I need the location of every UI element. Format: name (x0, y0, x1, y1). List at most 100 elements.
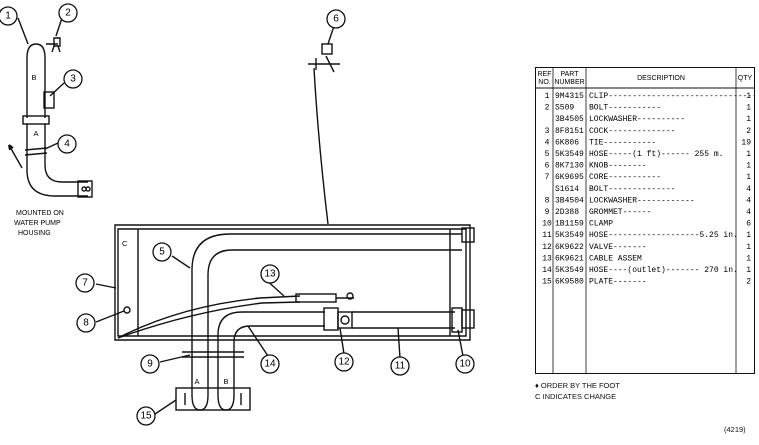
row-16-description: HOSE----(outlet)------- 270 in. (589, 266, 738, 275)
svg-text:12: 12 (338, 357, 350, 368)
header-part-line2: NUMBER (554, 79, 584, 86)
row-8-ref-no: 7 (545, 173, 550, 182)
row-14-description: VALVE------- (589, 243, 647, 252)
row-17-ref-no: 15 (542, 278, 552, 287)
row-2-description: BOLT----------- (589, 104, 661, 113)
row-5-quantity: 19 (741, 138, 751, 147)
svg-text:1: 1 (5, 11, 11, 22)
row-15-quantity: 1 (746, 254, 751, 263)
svg-text:5: 5 (159, 247, 165, 258)
legend-order-by-foot: ♦ ORDER BY THE FOOT (535, 381, 620, 390)
row-13-description: HOSE-------------------5.25 in. (589, 231, 738, 240)
mounted-note-line3: HOUSING (18, 230, 51, 237)
svg-text:7: 7 (82, 278, 88, 289)
row-5-ref-no: 4 (545, 138, 550, 147)
row-14-part-number: 6K9622 (555, 243, 584, 252)
hose-label-a-top: A (33, 129, 38, 138)
callout-1: 1 (0, 6, 18, 26)
row-15-ref-no: 13 (542, 254, 552, 263)
row-9-part-number: S1614 (555, 185, 579, 194)
row-6-quantity: 1 (746, 150, 751, 159)
row-15-part-number: 6K9621 (555, 254, 584, 263)
row-16-quantity: 1 (746, 266, 751, 275)
row-6-part-number: 5K3549 (555, 150, 584, 159)
row-3-description: LOCKWASHER---------- (589, 115, 685, 124)
leader-lines (17, 17, 464, 415)
row-7-quantity: 1 (746, 162, 751, 171)
row-8-part-number: 6K9695 (555, 173, 584, 182)
row-17-quantity: 2 (746, 278, 751, 287)
row-11-part-number: 2D388 (555, 208, 579, 217)
legend: ♦ ORDER BY THE FOOT C INDICATES CHANGE (535, 380, 620, 402)
row-1-ref-no: 1 (545, 92, 550, 101)
row-7-part-number: 8K7130 (555, 162, 584, 171)
row-13-part-number: 5K3549 (555, 231, 584, 240)
row-8-quantity: 1 (746, 173, 751, 182)
row-3-quantity: 1 (746, 115, 751, 124)
row-2-part-number: S509 (555, 104, 574, 113)
row-15-description: CABLE ASSEM (589, 254, 642, 263)
callout-14: 14 (260, 354, 280, 374)
callout-13: 13 (260, 264, 280, 284)
callout-6: 6 (326, 9, 346, 29)
row-16-part-number: 5K3549 (555, 266, 584, 275)
row-3-part-number: 3B4505 (555, 115, 584, 124)
row-6-ref-no: 5 (545, 150, 550, 159)
callout-8: 8 (76, 313, 96, 333)
pump-hose-detail: B A MOUNTED ON WATER PUMP HOUSING (8, 37, 93, 237)
callout-9: 9 (140, 354, 160, 374)
header-description: DESCRIPTION (637, 75, 685, 82)
row-13-quantity: 1 (746, 231, 751, 240)
figure-number: (4219) (724, 425, 746, 434)
row-14-quantity: 1 (746, 243, 751, 252)
row-10-description: LOCKWASHER------------ (589, 196, 695, 205)
hose-label-a-bottom: A (194, 377, 199, 386)
row-9-description: BOLT-------------- (589, 185, 675, 194)
plate-label-c: C (122, 239, 128, 248)
svg-text:3: 3 (70, 74, 76, 85)
row-17-description: PLATE------- (589, 278, 647, 287)
row-4-quantity: 2 (746, 127, 751, 136)
header-part-line1: PART (560, 71, 579, 78)
row-1-part-number: 9M4315 (555, 92, 584, 101)
svg-text:15: 15 (140, 411, 152, 422)
row-5-description: TIE----------- (589, 138, 656, 147)
row-8-description: CORE----------- (589, 173, 661, 182)
row-10-quantity: 4 (746, 196, 751, 205)
callout-12: 12 (334, 352, 354, 372)
row-11-ref-no: 9 (545, 208, 550, 217)
row-13-ref-no: 11 (542, 231, 552, 240)
row-1-description: CLIP------------------------------- (589, 92, 754, 101)
callout-10: 10 (455, 354, 475, 374)
row-12-part-number: 1B1159 (555, 220, 584, 229)
row-2-ref-no: 2 (545, 104, 550, 113)
callout-11: 11 (390, 356, 410, 376)
callout-3: 3 (63, 69, 83, 89)
row-16-ref-no: 14 (542, 266, 552, 275)
row-4-ref-no: 3 (545, 127, 550, 136)
svg-text:8: 8 (83, 318, 89, 329)
hose-label-b-bottom: B (223, 377, 228, 386)
hose-label-b-top: B (31, 73, 36, 82)
svg-text:4: 4 (64, 139, 70, 150)
row-2-quantity: 1 (746, 104, 751, 113)
row-10-part-number: 3B4504 (555, 196, 584, 205)
row-6-description: HOSE-----(1 ft)------ 255 m. (589, 150, 723, 159)
callout-15: 15 (136, 406, 156, 426)
svg-text:9: 9 (147, 359, 153, 370)
row-11-quantity: 4 (746, 208, 751, 217)
row-5-part-number: 6K806 (555, 138, 579, 147)
mounted-note-line2: WATER PUMP (14, 220, 61, 227)
row-14-ref-no: 12 (542, 243, 552, 252)
row-4-description: COCK-------------- (589, 127, 675, 136)
header-qty: QTY (738, 75, 753, 82)
row-17-part-number: 6K9580 (555, 278, 584, 287)
callout-4: 4 (57, 134, 77, 154)
svg-text:6: 6 (333, 14, 339, 25)
row-12-ref-no: 10 (542, 220, 552, 229)
header-ref-line2: NO. (538, 79, 551, 86)
table-rows: 1 9M4315 CLIP-----------------------------… (524, 92, 757, 287)
